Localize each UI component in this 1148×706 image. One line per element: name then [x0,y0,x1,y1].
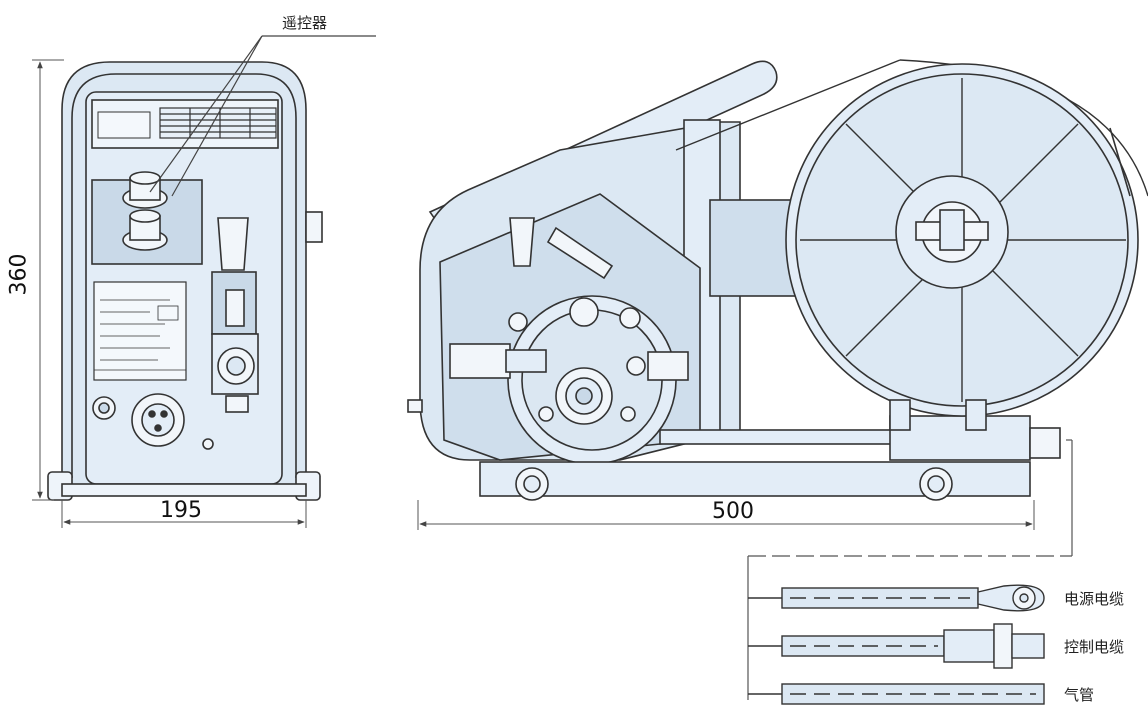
dimension-height: 360 [6,253,32,296]
vent-grille [159,107,277,139]
dimension-width: 195 [160,498,202,523]
torch-connector [211,217,259,413]
gas-hose-drawing [748,683,1045,705]
cable-bundle [747,439,1073,700]
side-view [407,60,1061,501]
side-dimensions [417,500,1035,530]
front-dimensions [32,59,307,528]
label-control-cable: 控制电缆 [1064,638,1125,656]
knob-upper [122,171,168,209]
label-power-cable: 电源电缆 [1064,590,1125,608]
front-view [47,61,323,501]
wire-spool [675,59,1148,431]
control-cable-drawing [748,623,1045,669]
dimension-length: 500 [712,499,754,524]
warning-plate [93,281,187,381]
knob-lower [122,209,168,251]
label-gas-hose: 气管 [1064,686,1095,704]
label-remote-controller: 遥控器 [282,14,328,32]
power-cable-drawing [748,584,1045,612]
remote-leader [149,35,376,197]
